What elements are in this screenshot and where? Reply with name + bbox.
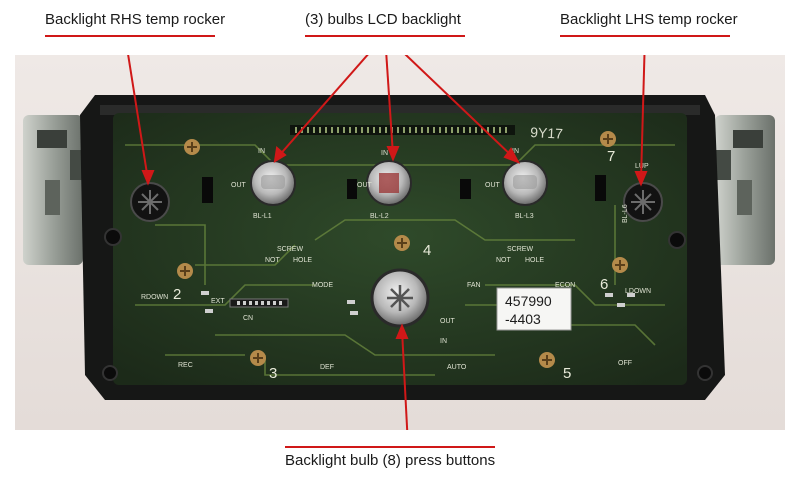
silk-digit-4: 4 bbox=[423, 242, 431, 259]
pin-out-l3: OUT bbox=[485, 182, 501, 189]
callout-press-buttons: Backlight bulb (8) press buttons bbox=[285, 452, 496, 469]
silk-ldown: LDOWN bbox=[625, 288, 651, 295]
rhs-temp-rocker bbox=[130, 182, 170, 222]
silk-rdown: RDOWN bbox=[141, 294, 168, 301]
silk-digit-2: 2 bbox=[173, 286, 181, 303]
pin-in-center: IN bbox=[440, 338, 447, 345]
callout-press-underline bbox=[285, 446, 495, 448]
bulb-bl-l3 bbox=[502, 160, 548, 206]
pin-out-center: OUT bbox=[440, 318, 456, 325]
sticker-line-1: 457990 bbox=[505, 293, 552, 309]
pin-out-l1: OUT bbox=[231, 182, 247, 189]
silk-screw-left: SCREW bbox=[277, 246, 303, 253]
silk-digit-7: 7 bbox=[607, 148, 615, 165]
silk-econ: ECON bbox=[555, 282, 575, 289]
circuit-board-photo: 9Y17 bbox=[15, 55, 785, 430]
arrow-lcd-l2 bbox=[385, 55, 394, 156]
silk-hole-right: HOLE bbox=[525, 257, 544, 264]
arrow-press-buttons bbox=[401, 329, 409, 430]
bulb-label-l3: BL-L3 bbox=[515, 213, 534, 220]
arrow-lcd-l3 bbox=[404, 55, 516, 160]
silk-not-left: NOT bbox=[265, 257, 281, 264]
callout-rhs-underline bbox=[45, 35, 215, 37]
part-number-sticker: 457990 -4403 bbox=[496, 287, 572, 331]
silk-auto: AUTO bbox=[447, 364, 467, 371]
bulb-label-l6: BL-L6 bbox=[622, 204, 629, 223]
silk-digit-3: 3 bbox=[269, 365, 277, 382]
silk-not-right: NOT bbox=[496, 257, 512, 264]
silk-digit-5: 5 bbox=[563, 365, 571, 382]
silk-fan: FAN bbox=[467, 282, 481, 289]
silk-cn: CN bbox=[243, 315, 253, 322]
arrow-lcd-l1 bbox=[276, 55, 369, 159]
silk-off: OFF bbox=[618, 360, 632, 367]
callout-arrows bbox=[127, 55, 648, 430]
pin-in-l1: IN bbox=[258, 148, 265, 155]
bulb-bl-l1 bbox=[250, 160, 296, 206]
bulb-label-l2: BL-L2 bbox=[370, 213, 389, 220]
screws bbox=[177, 131, 628, 368]
smd-components bbox=[201, 291, 635, 315]
bulb-bl-l2 bbox=[366, 160, 412, 206]
board-code: 9Y17 bbox=[530, 124, 564, 142]
sticker-line-2: -4403 bbox=[505, 311, 541, 327]
arrow-rhs-rocker bbox=[127, 55, 149, 181]
callout-lhs-underline bbox=[560, 35, 730, 37]
silk-screw-right: SCREW bbox=[507, 246, 533, 253]
right-bracket bbox=[709, 115, 775, 265]
callout-rhs-rocker: Backlight RHS temp rocker bbox=[45, 11, 226, 28]
left-bracket bbox=[23, 115, 92, 265]
callout-lhs-rocker: Backlight LHS temp rocker bbox=[560, 11, 738, 28]
silk-rec: REC bbox=[178, 362, 193, 369]
pin-in-l2: IN bbox=[381, 150, 388, 157]
pin-in-l3: IN bbox=[512, 148, 519, 155]
silk-def: DEF bbox=[320, 364, 334, 371]
callout-lcd-bulbs: (3) bulbs LCD backlight bbox=[305, 11, 461, 28]
arrow-lhs-rocker bbox=[640, 55, 646, 181]
silk-ext: EXT bbox=[211, 298, 225, 305]
silk-digit-6: 6 bbox=[600, 276, 608, 293]
bulb-label-l1: BL-L1 bbox=[253, 213, 272, 220]
pin-out-l2: OUT bbox=[357, 182, 373, 189]
callout-lcd-underline bbox=[305, 35, 465, 37]
silk-mode: MODE bbox=[312, 282, 333, 289]
lhs-temp-rocker bbox=[623, 182, 663, 222]
silk-hole-left: HOLE bbox=[293, 257, 312, 264]
center-bulb bbox=[370, 268, 430, 328]
